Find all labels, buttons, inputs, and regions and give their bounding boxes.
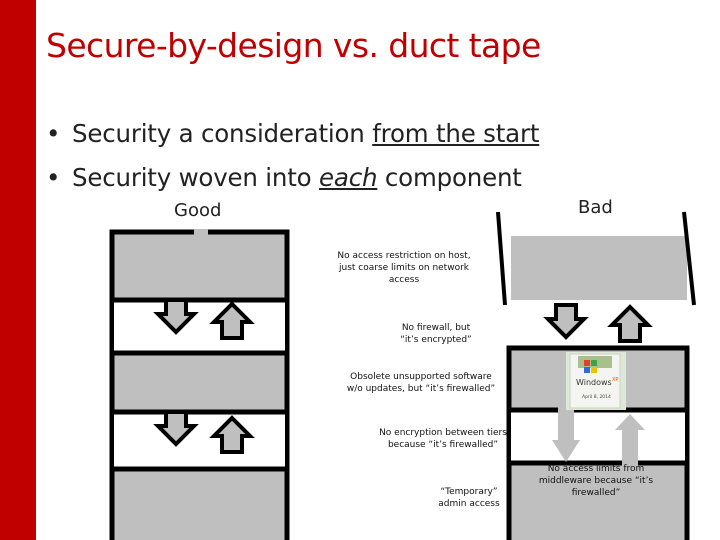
good-entry-notch (194, 229, 208, 235)
good-gap-2 (114, 412, 285, 469)
winxp-date: April 8, 2014 (582, 394, 611, 400)
bad-arrow-down-open (552, 404, 580, 462)
bad-arrow-up (610, 305, 650, 343)
bad-perimeter-right (682, 211, 696, 306)
bad-lower-frame (506, 345, 690, 540)
good-layer-lines (112, 297, 287, 472)
bad-layer-lines (509, 407, 687, 466)
good-stack-fill (112, 232, 287, 540)
note-host-access: No access restriction on host, just coar… (337, 251, 471, 285)
good-outer-frame (109, 229, 290, 540)
bullet-text: Security woven into (72, 163, 320, 192)
bad-arrow-up-open (615, 414, 645, 468)
bad-arrow-down (546, 303, 586, 339)
windows-xp-box-image: Windows XP April 8, 2014 (566, 352, 626, 410)
good-gap-1 (114, 300, 285, 353)
bullet-dot: • (46, 163, 61, 192)
good-label: Good (174, 200, 222, 221)
bullet-text: component (377, 163, 522, 192)
bad-perimeter-left (496, 211, 507, 306)
bad-gap (511, 410, 685, 463)
bullet-emphasis: from the start (372, 119, 540, 148)
winxp-brand: Windows (576, 378, 612, 387)
bullet-text: Security a consideration (72, 119, 373, 148)
bad-label: Bad (578, 197, 613, 218)
bullet-item: • Security woven into each component (46, 156, 539, 200)
bullet-emphasis: each (319, 163, 378, 192)
note-firewall: No firewall, but “it’s encrypted” (400, 323, 472, 345)
bad-network-block (511, 236, 687, 300)
bullet-dot: • (46, 119, 61, 148)
accent-bar (0, 0, 36, 540)
bullet-item: • Security a consideration from the start (46, 112, 539, 156)
good-stack (109, 229, 290, 540)
note-obsolete-software: Obsolete unsupported software w/o update… (346, 372, 496, 394)
note-tier-encryption: No encryption between tiers because “it’… (379, 428, 507, 450)
slide-title: Secure-by-design vs. duct tape (46, 26, 541, 65)
bullet-list: • Security a consideration from the start… (46, 112, 539, 200)
winxp-version: XP (612, 377, 618, 383)
note-middleware-access: No access limits from middleware because… (538, 464, 654, 498)
note-temporary-admin: “Temporary” admin access (438, 487, 500, 509)
